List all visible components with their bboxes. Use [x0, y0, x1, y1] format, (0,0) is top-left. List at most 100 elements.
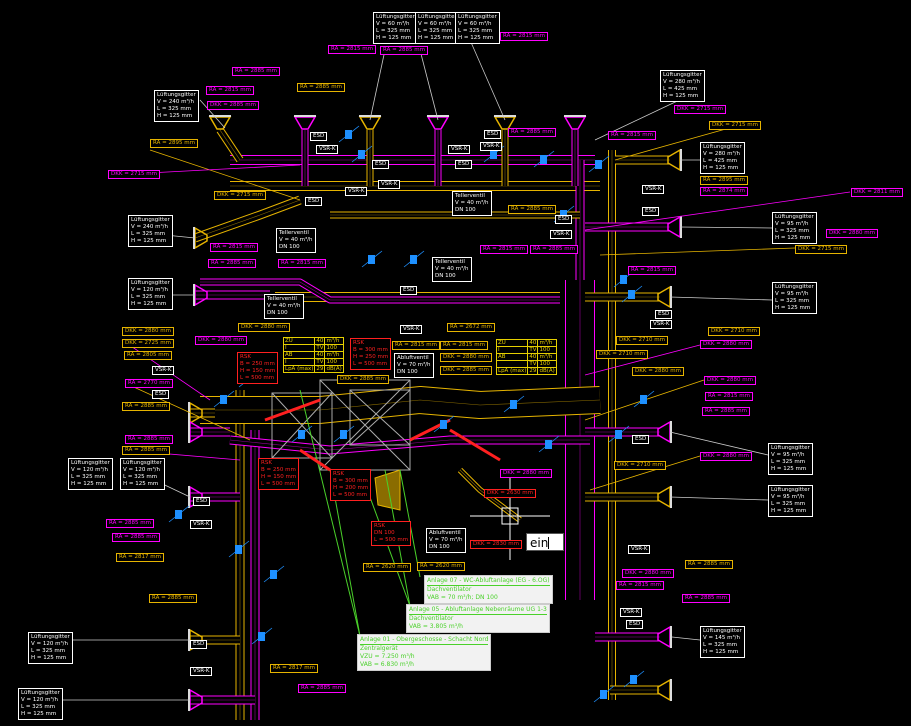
grille-title: Lüftungsgitter — [775, 284, 814, 290]
grille-title: Lüftungsgitter — [703, 628, 742, 634]
elevation-tag: DKK = 2725 mm — [122, 339, 175, 348]
table-cell: 100 — [324, 344, 344, 352]
valve-title: Tellerventil — [267, 296, 297, 302]
valve-dn: DN 100 — [429, 544, 450, 550]
annotation-tick — [608, 425, 630, 443]
grille-title: Lüftungsgitter — [771, 487, 810, 493]
grille-face — [427, 115, 449, 117]
elevation-tag: RA = 2885 mm — [112, 533, 160, 542]
grille-l: L = 325 mm — [131, 294, 166, 300]
elevation-tag: RA = 2815 mm — [705, 392, 753, 401]
grille-h: H = 125 mm — [21, 711, 57, 717]
esd-tag: ESD — [372, 160, 390, 169]
fire-damper-duct — [449, 428, 501, 462]
grille-title: Lüftungsgitter — [71, 460, 110, 466]
annotation-tick — [403, 250, 425, 268]
elevation-tag: RA = 2815 mm — [328, 45, 376, 54]
annotation-tick — [538, 435, 560, 453]
annotation-tick — [361, 250, 383, 268]
elevation-tag: RA = 2874 mm — [700, 187, 748, 196]
vsr-k-tag: VSR-K — [448, 145, 471, 154]
rsk-c: L = 500 mm — [333, 492, 368, 498]
rsk-title: RSK — [240, 354, 251, 360]
elevation-tag: DKK = 2880 mm — [440, 353, 493, 362]
elevation-tag: DKK = 2710 mm — [596, 350, 649, 359]
valve-v: V = 40 m³/h — [455, 200, 489, 206]
valve-v: V = 40 m³/h — [279, 237, 313, 243]
elevation-tag: RA = 2895 mm — [700, 176, 748, 185]
grille-h: H = 125 mm — [771, 466, 807, 472]
grille-title: Lüftungsgitter — [131, 217, 170, 223]
grille-h: H = 125 mm — [663, 93, 699, 99]
elevation-tag: RA = 2885 mm — [122, 402, 170, 411]
elevation-tag: RA = 2885 mm — [530, 245, 578, 254]
grille-leader — [671, 636, 701, 641]
elevation-tag: DKK = 2715 mm — [674, 105, 727, 114]
command-input[interactable]: ein — [526, 533, 564, 551]
grille-l: L = 325 mm — [131, 231, 166, 237]
callout-line: Zentralgerät — [360, 645, 398, 652]
elevation-tag: DKK = 2715 mm — [709, 121, 762, 130]
callout-line: Dachventilator — [409, 615, 454, 622]
esd-tag: ESD — [626, 620, 644, 629]
command-input-value: ein — [530, 536, 549, 550]
vsr-k-tag: VSR-K — [316, 145, 339, 154]
grille-face — [564, 115, 586, 117]
esd-tag: ESD — [484, 130, 502, 139]
vsr-k-tag: VSR-K — [190, 667, 213, 676]
grille-face — [294, 115, 316, 117]
elevation-tag: RA = 2815 mm — [628, 266, 676, 275]
rsk-c: L = 500 mm — [261, 481, 296, 487]
duct-segment-axis — [200, 399, 601, 411]
rsk-title: RSK — [353, 340, 364, 346]
grille-h: H = 125 mm — [703, 165, 739, 171]
grille-h: H = 125 mm — [376, 35, 412, 41]
grille-face — [494, 115, 516, 117]
table-cell: m³/h — [537, 353, 557, 361]
esd-tag: ESD — [193, 497, 211, 506]
esd-tag: ESD — [655, 310, 673, 319]
elevation-tag: RA = 2817 mm — [270, 664, 318, 673]
annotation-tick — [168, 505, 190, 523]
elevation-tag: RA = 2885 mm — [508, 128, 556, 137]
rsk-b: H = 150 mm — [240, 368, 276, 374]
table-cell: TV — [527, 346, 539, 354]
grille-leader — [669, 431, 769, 456]
equipment-cross — [349, 389, 411, 446]
annotation-tick — [593, 685, 615, 703]
grille-h: H = 125 mm — [71, 481, 107, 487]
grille-l: L = 325 mm — [775, 298, 810, 304]
annotation-tick — [333, 425, 355, 443]
table-cell: I — [282, 344, 316, 352]
table-cell: TV — [314, 344, 326, 352]
table-cell: LpA (max) — [495, 367, 529, 375]
rsk-c: L = 500 mm — [353, 361, 388, 367]
esd-tag: ESD — [642, 207, 660, 216]
grille-v: V = 60 m³/h — [376, 21, 410, 27]
rsk-a: DN 100 — [374, 530, 395, 536]
esd-tag: ESD — [152, 390, 170, 399]
elevation-tag: RA = 2885 mm — [232, 67, 280, 76]
rsk-a: B = 300 mm — [353, 347, 388, 353]
callout-line: VAB = 6.830 m³/h — [360, 661, 414, 668]
grille-title: Lüftungsgitter — [157, 92, 196, 98]
callout-title: Anlage 05 - Abluftanlage Nebenräume UG 1… — [409, 606, 547, 615]
table-cell: AB — [495, 353, 529, 361]
rsk-a: B = 250 mm — [261, 467, 296, 473]
duct-segment-axis — [219, 129, 241, 161]
elevation-tag: RA = 2620 mm — [363, 563, 411, 572]
grille-face — [670, 679, 672, 701]
grille-face — [359, 115, 381, 117]
